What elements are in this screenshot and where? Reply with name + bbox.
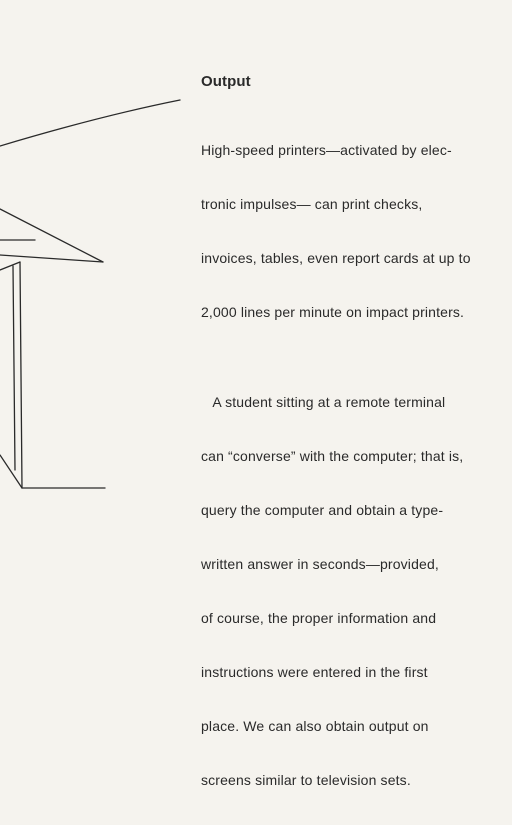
cabinet-front-inner — [0, 261, 21, 271]
paragraph-terminal: A student sitting at a remote terminal c… — [201, 357, 512, 825]
section-heading: Output — [201, 73, 251, 90]
text-line: can “converse” with the computer; that i… — [201, 448, 464, 464]
cabinet-bottom-edge — [0, 454, 23, 489]
text-line: written answer in seconds—provided, — [201, 556, 439, 572]
cabinet-front-top — [0, 254, 104, 263]
text-line: invoices, tables, even report cards at u… — [201, 250, 471, 266]
text-line: tronic impulses— can print checks, — [201, 196, 423, 212]
text-line: screens similar to television sets. — [201, 772, 411, 788]
text-line: query the computer and obtain a type- — [201, 502, 444, 518]
document-page: Output High-speed printers—activated by … — [0, 73, 470, 788]
text-line: 2,000 lines per minute on impact printer… — [201, 304, 465, 320]
cabinet-corner-inner — [12, 265, 16, 471]
paragraph-printers: High-speed printers—activated by elec- t… — [201, 105, 512, 357]
cabinet-surface-edge — [0, 208, 104, 263]
text-line: of course, the proper information and — [201, 610, 437, 626]
text-line: place. We can also obtain output on — [201, 718, 429, 734]
cabinet-top-edge — [0, 99, 181, 147]
printer-line-illustration — [0, 99, 181, 489]
text-line: A student sitting at a remote terminal — [201, 394, 446, 410]
text-line: High-speed printers—activated by elec- — [201, 142, 452, 158]
output-section: Output High-speed printers—activated by … — [201, 73, 512, 825]
cabinet-corner — [19, 261, 23, 489]
text-line: instructions were entered in the first — [201, 664, 428, 680]
